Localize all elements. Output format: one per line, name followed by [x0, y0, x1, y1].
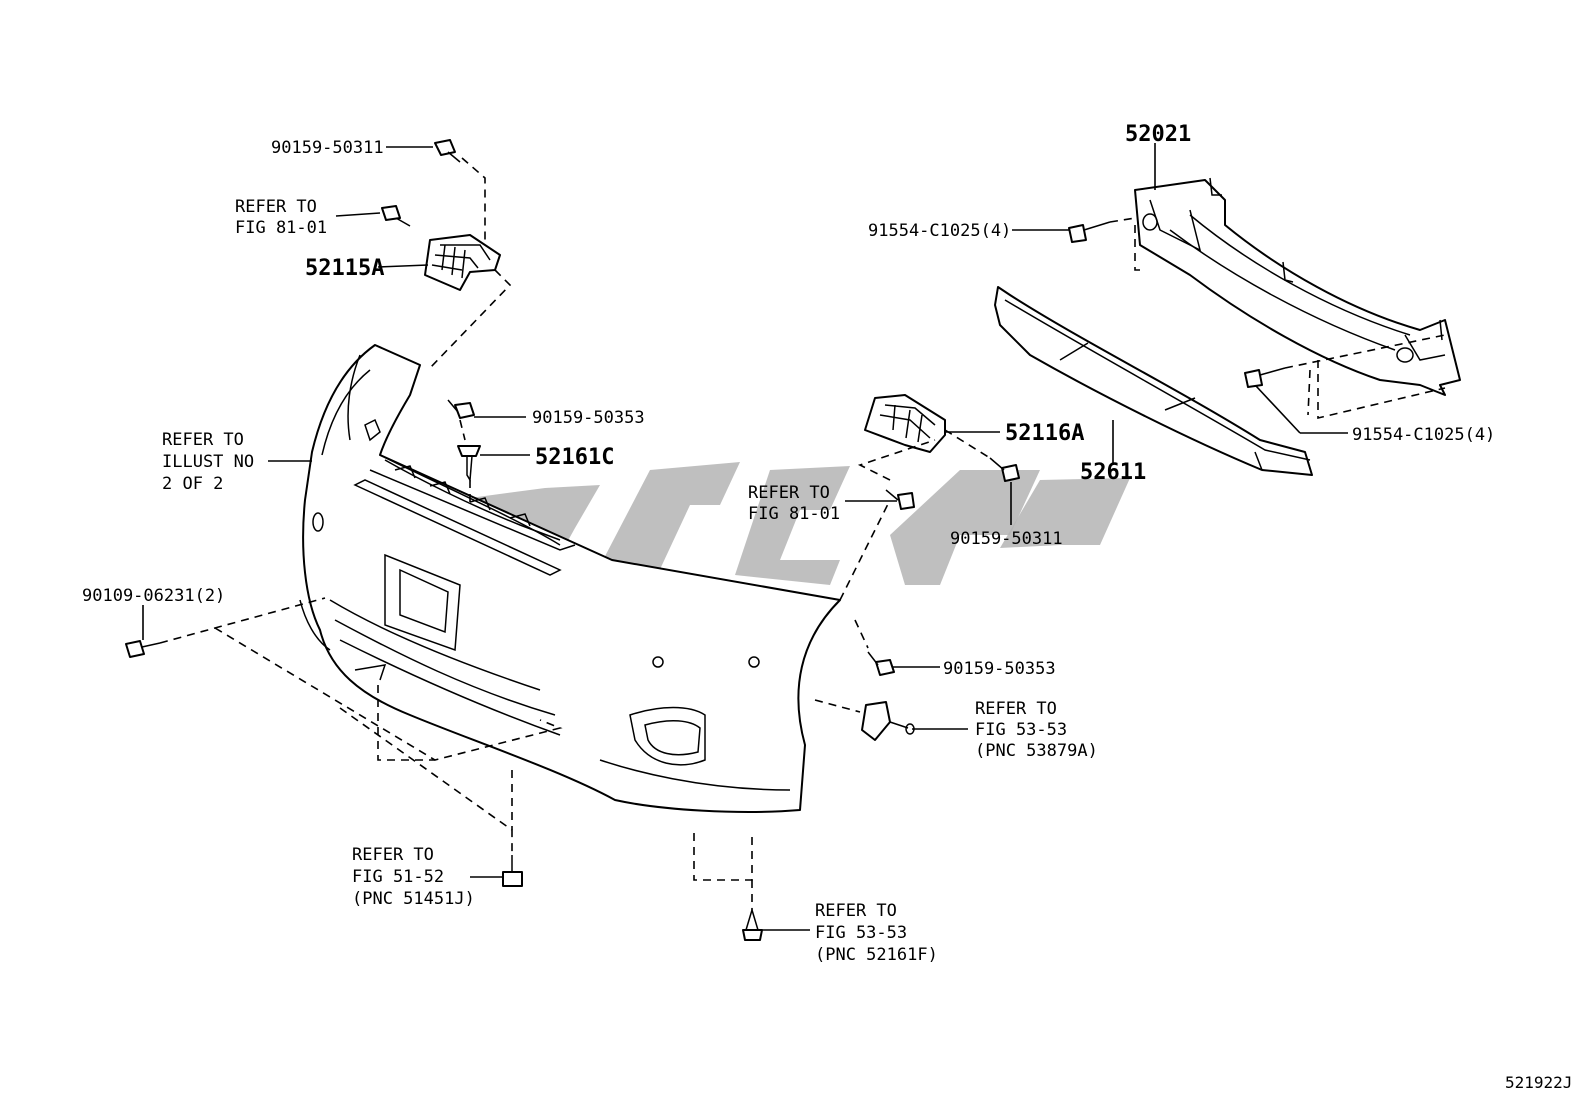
bracket-icon: [861, 701, 915, 741]
label-90159-50311-top: 90159-50311: [271, 138, 384, 158]
refer-illust-line2: ILLUST NO: [162, 452, 254, 472]
bolt-icon: [1068, 221, 1111, 243]
refer-illust-line3: 2 OF 2: [162, 474, 223, 494]
bracket-52115a: [424, 234, 501, 291]
label-90159-50353-top: 90159-50353: [532, 408, 645, 428]
bracket-52116a: [864, 394, 946, 453]
refer-fig-81-01-right-line2: FIG 81-01: [748, 504, 840, 524]
bolt-icon: [125, 640, 161, 658]
screw-icon: [381, 205, 411, 227]
refer-fig-51-52-line1: REFER TO: [352, 845, 434, 865]
refer-fig-53-53-bottom-line1: REFER TO: [815, 901, 897, 921]
label-52115a: 52115A: [305, 256, 384, 281]
refer-fig-53-53-bottom-line2: FIG 53-53: [815, 923, 907, 943]
label-90159-50353-bottom: 90159-50353: [943, 659, 1056, 679]
refer-fig-51-52-line3: (PNC 51451J): [352, 889, 475, 909]
bumper-cover: [299, 344, 841, 813]
dashed-guides: [159, 157, 1446, 910]
screw-icon: [447, 399, 475, 419]
clip-icon: [457, 445, 481, 483]
absorber-52611: [994, 286, 1313, 476]
label-91554-c1025-bottom: 91554-C1025(4): [1352, 425, 1495, 445]
watermark-logo: [460, 462, 1130, 612]
refer-fig-81-01-right-line1: REFER TO: [748, 483, 830, 503]
upper-retainer-strip: [364, 418, 561, 541]
reinforcement-beam-52021: [1134, 177, 1461, 396]
screw-icon: [885, 489, 915, 510]
refer-fig-53-53-bottom-line3: (PNC 52161F): [815, 945, 938, 965]
refer-fig-81-01-left-line1: REFER TO: [235, 197, 317, 217]
label-90159-50311-right: 90159-50311: [950, 529, 1063, 549]
leader-lines: [142, 143, 1348, 931]
label-52611: 52611: [1080, 460, 1146, 485]
bolt-icon: [1244, 367, 1286, 388]
diagram-code: 521922J: [1505, 1073, 1572, 1092]
label-52116a: 52116A: [1005, 421, 1084, 446]
refer-fig-51-52-line2: FIG 51-52: [352, 867, 444, 887]
label-52161c: 52161C: [535, 445, 614, 470]
label-91554-c1025-top: 91554-C1025(4): [868, 221, 1011, 241]
screw-icon: [434, 139, 461, 163]
screw-icon: [989, 457, 1020, 482]
clip-icon: [742, 907, 763, 941]
refer-fig-81-01-left-line2: FIG 81-01: [235, 218, 327, 238]
refer-fig-53-53-right-line1: REFER TO: [975, 699, 1057, 719]
label-90109-06231: 90109-06231(2): [82, 586, 225, 606]
label-52021: 52021: [1125, 122, 1191, 147]
refer-fig-53-53-right-line2: FIG 53-53: [975, 720, 1067, 740]
bolt-icon: [502, 855, 523, 887]
refer-fig-53-53-right-line3: (PNC 53879A): [975, 741, 1098, 761]
screw-icon: [867, 651, 895, 676]
refer-illust-line1: REFER TO: [162, 430, 244, 450]
